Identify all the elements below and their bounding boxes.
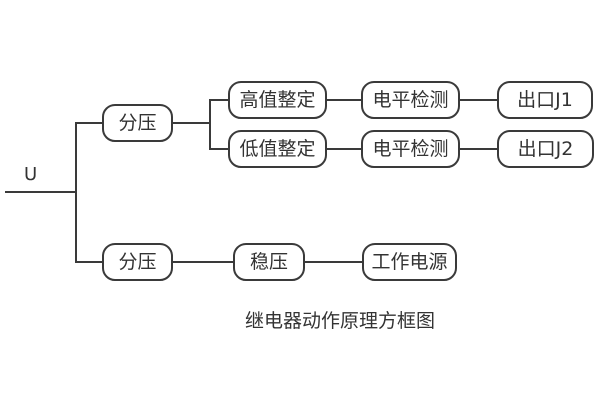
connector-level-detect-2-to-outlet-j2 bbox=[460, 148, 497, 150]
connector-low-set-to-level-detect-2 bbox=[327, 148, 361, 150]
connector-level-detect-1-to-outlet-j1 bbox=[460, 99, 497, 101]
connector-branch-vertical bbox=[209, 99, 211, 150]
node-level-detection-2: 电平检测 bbox=[361, 130, 460, 168]
connector-trunk-to-fenya-top bbox=[76, 122, 102, 124]
input-voltage-label: U bbox=[24, 164, 38, 185]
node-voltage-divider-bottom: 分压 bbox=[102, 243, 173, 281]
diagram-caption: 继电器动作原理方框图 bbox=[245, 310, 436, 332]
connector-branch-to-low-set bbox=[211, 148, 228, 150]
node-level-detection-1: 电平检测 bbox=[361, 81, 460, 119]
connector-input-u bbox=[5, 191, 76, 193]
node-outlet-j2: 出口J2 bbox=[497, 130, 594, 168]
node-working-power-supply: 工作电源 bbox=[362, 243, 457, 281]
node-voltage-regulator: 稳压 bbox=[233, 243, 305, 281]
connector-branch-to-high-set bbox=[211, 99, 228, 101]
connector-fenya-to-regulator bbox=[173, 261, 233, 263]
node-high-value-setting: 高值整定 bbox=[228, 81, 327, 119]
connector-trunk-to-fenya-bottom bbox=[76, 261, 102, 263]
node-low-value-setting: 低值整定 bbox=[228, 130, 327, 168]
connector-fenya-to-branch bbox=[173, 122, 211, 124]
connector-regulator-to-power bbox=[305, 261, 362, 263]
node-voltage-divider-top: 分压 bbox=[102, 104, 173, 142]
connector-high-set-to-level-detect-1 bbox=[327, 99, 361, 101]
connector-trunk-vertical bbox=[75, 122, 77, 263]
node-outlet-j1: 出口J1 bbox=[497, 81, 593, 119]
